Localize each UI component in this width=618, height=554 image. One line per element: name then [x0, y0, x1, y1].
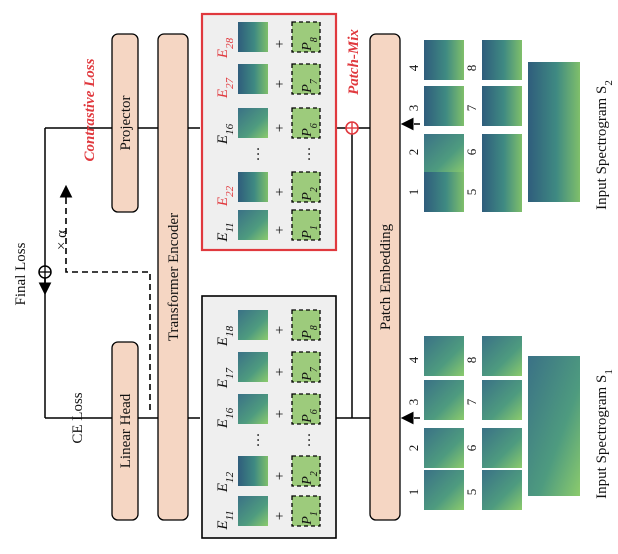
alpha-label: × α [54, 230, 70, 250]
bottom-emb-3: E17 [215, 367, 236, 389]
svg-text:+: + [272, 188, 288, 196]
projector-block [111, 33, 139, 213]
svg-text:+: + [272, 472, 288, 480]
svg-text:7: 7 [464, 104, 479, 111]
top-emb-2: E16 [215, 123, 236, 145]
svg-text:5: 5 [464, 189, 479, 196]
svg-text:8: 8 [464, 357, 479, 364]
bottom-patch-thumb-2 [238, 394, 268, 424]
input-spectrogram-s2-label: Input Spectrogram S2 [594, 80, 615, 210]
svg-text:8: 8 [464, 65, 479, 72]
svg-text:+: + [272, 368, 288, 376]
bottom-emb-0: E11 [215, 510, 236, 530]
final-loss-label: Final Loss [13, 242, 29, 305]
bottom-pos-box-2 [291, 393, 321, 425]
bottom-patch-thumb-1 [238, 456, 268, 486]
top-pos-3: P7 [300, 78, 320, 94]
svg-text:1: 1 [406, 489, 421, 496]
top-dots-thumb: … [247, 147, 263, 162]
svg-text:6: 6 [464, 148, 479, 155]
svg-text:7: 7 [464, 398, 479, 405]
top-emb-0: E11 [215, 222, 236, 242]
svg-text:2: 2 [406, 149, 421, 156]
linear-head-block [111, 341, 139, 521]
top-pos-4: P8 [300, 37, 320, 52]
bottom-pos-box-3 [291, 351, 321, 383]
bottom-token-rows: E11 + P1 E12 + P2 … … E16 + P6 E17 + P7 … [215, 309, 321, 531]
linear-head-label: Linear Head [118, 393, 134, 468]
bottom-emb-4: E18 [215, 325, 236, 347]
bottom-patch-thumb-4 [238, 310, 268, 340]
patch-embedding-block [369, 33, 401, 521]
svg-text:3: 3 [406, 399, 421, 406]
top-pos-1: P2 [300, 187, 320, 202]
bottom-patch-thumb-0 [238, 496, 268, 526]
contrastive-loss-label: Contrastive Loss [82, 58, 98, 161]
transformer-encoder-block [157, 33, 189, 521]
top-patch-thumb-4 [238, 22, 268, 52]
ce-loss-label: CE Loss [70, 392, 86, 443]
bottom-pos-1: P2 [300, 471, 320, 486]
svg-text:1: 1 [406, 189, 421, 196]
svg-text:4: 4 [406, 64, 421, 71]
svg-text:+: + [272, 124, 288, 132]
svg-text:+: + [272, 40, 288, 48]
svg-text:4: 4 [406, 356, 421, 363]
svg-text:+: + [272, 326, 288, 334]
top-emb-1: E22 [215, 185, 236, 207]
top-pos-0: P1 [300, 225, 320, 240]
svg-text:+: + [272, 226, 288, 234]
transformer-encoder-label: Transformer Encoder [166, 213, 182, 341]
bottom-pos-box-0 [291, 495, 321, 527]
input-spectrogram-s1-label: Input Spectrogram S1 [594, 369, 615, 499]
top-patch-thumb-0 [238, 210, 268, 240]
bottom-pos-4: P8 [300, 325, 320, 340]
patch-embedding-label: Patch Embedding [378, 223, 394, 330]
top-pos-box-3 [291, 63, 321, 95]
bottom-pos-2: P6 [300, 409, 320, 424]
svg-text:3: 3 [406, 105, 421, 112]
top-pos-2: P6 [300, 123, 320, 138]
input-spectrogram-s1 [528, 356, 580, 496]
top-patch-thumb-1 [238, 172, 268, 202]
top-emb-4: E28 [215, 37, 236, 59]
top-patch-thumb-2 [238, 108, 268, 138]
svg-text:+: + [272, 410, 288, 418]
bottom-pos-0: P1 [300, 511, 320, 526]
s2-patch-grid: 4 3 2 1 8 7 6 5 [406, 40, 522, 212]
patch-mix-label: Patch-Mix [346, 29, 362, 95]
svg-text:+: + [272, 512, 288, 520]
bottom-pos-3: P7 [300, 366, 320, 382]
bottom-dots-thumb: … [247, 433, 263, 448]
bottom-emb-1: E12 [215, 471, 236, 493]
bottom-emb-2: E16 [215, 407, 236, 429]
dashed-detach-path [65, 200, 151, 410]
projector-label: Projector [118, 96, 134, 151]
svg-text:5: 5 [464, 489, 479, 496]
bottom-pos-box-4 [291, 309, 321, 341]
top-token-rows: E11 + P1 E22 + P2 … … E16 + P6 E27 + P7 … [215, 21, 321, 243]
bottom-dots-pos: … [298, 433, 314, 448]
top-pos-box-4 [291, 21, 321, 53]
top-dots-pos: … [298, 147, 314, 162]
svg-text:+: + [272, 80, 288, 88]
svg-text:6: 6 [464, 444, 479, 451]
top-pos-box-1 [291, 171, 321, 203]
svg-text:2: 2 [406, 445, 421, 452]
top-emb-3: E27 [215, 77, 236, 99]
top-pos-box-2 [291, 107, 321, 139]
top-patch-thumb-3 [238, 64, 268, 94]
s1-patch-grid: 4 3 2 1 8 7 6 5 [406, 336, 522, 510]
top-pos-box-0 [291, 209, 321, 241]
input-spectrogram-s2 [528, 62, 580, 202]
bottom-patch-thumb-3 [238, 352, 268, 382]
bottom-pos-box-1 [291, 455, 321, 487]
